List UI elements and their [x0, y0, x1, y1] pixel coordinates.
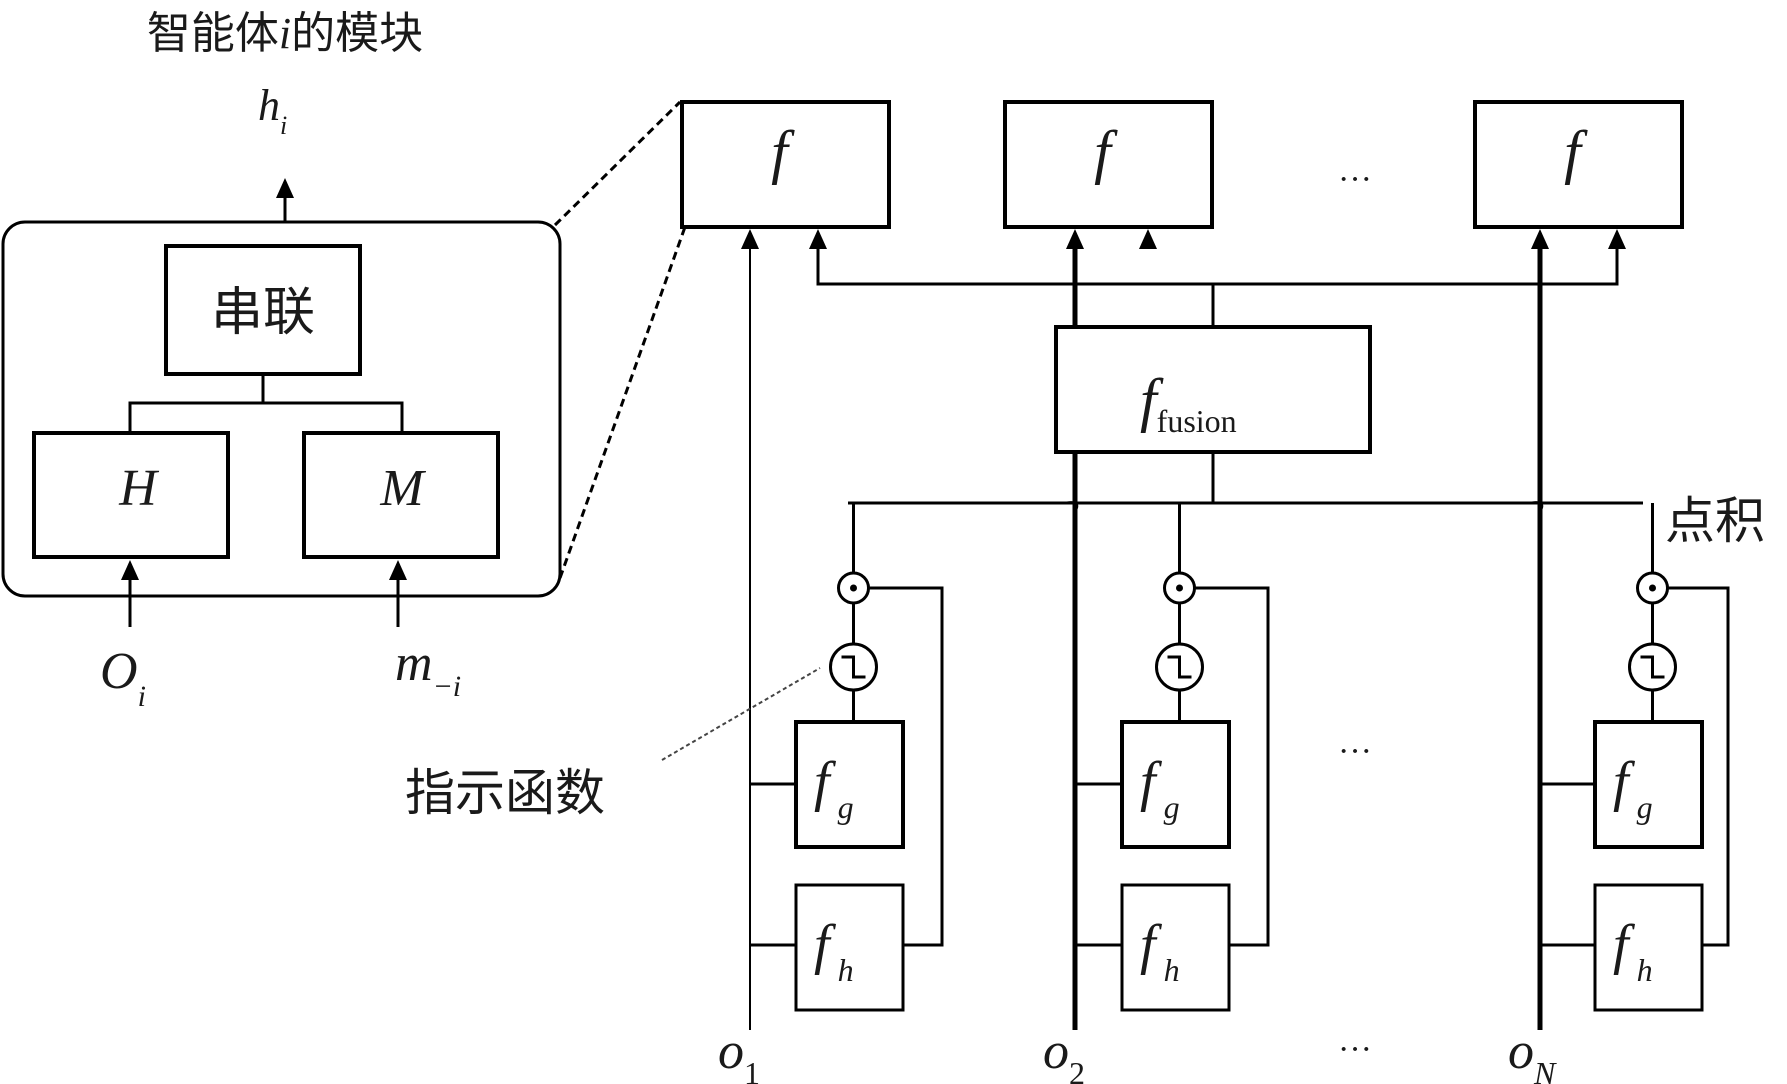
m-block: [302, 431, 500, 559]
dot-product-dot-icon: [850, 584, 857, 592]
fh-to-dot-feedback: [1194, 586, 1270, 947]
step-function-glyph-icon: [1640, 655, 1665, 679]
agent-module-panel: 智能体i的模块 hi 串联 H M Oi: [1, 8, 687, 713]
fusion-arrowhead: [809, 229, 827, 249]
output-arrowhead: [276, 178, 294, 198]
fh-block: [1120, 883, 1231, 1012]
observation-arrowhead: [1531, 229, 1549, 249]
msg-input-arrowhead: [389, 560, 407, 580]
msg-input-label: m−i: [395, 635, 461, 703]
observation-label: o2: [1043, 1023, 1085, 1084]
concat-label: 串联: [211, 283, 315, 343]
ellipsis-bottom: ···: [1338, 1031, 1372, 1068]
f-block: [1003, 100, 1214, 229]
observation-label: oN: [1508, 1023, 1557, 1084]
concat-branch-bar: [128, 401, 404, 432]
step-function-glyph-icon: [841, 655, 866, 679]
fg-block: [1593, 720, 1704, 849]
dot-product-annotation: 点积: [1665, 492, 1765, 550]
wire-crossing-hop-1: [1066, 501, 1079, 512]
fh-to-dot-feedback: [868, 586, 944, 947]
f-block: [1473, 100, 1684, 229]
observation-label: o1: [718, 1023, 760, 1084]
obs-input-arrowhead: [121, 560, 139, 580]
fusion-arrowhead: [1608, 229, 1626, 249]
obs-input-label: Oi: [100, 643, 146, 713]
fusion-output-bus: [816, 249, 1619, 286]
zoom-dashed-line-bottom: [558, 226, 687, 579]
observation-arrowhead: [741, 229, 759, 249]
dot-product-dot-icon: [1649, 584, 1656, 592]
indicator-leader-line: [661, 667, 821, 761]
module-title: 智能体i的模块: [147, 8, 423, 59]
concat-block: [164, 244, 362, 376]
f-block: [680, 100, 891, 229]
fusion-arrowhead: [1139, 229, 1157, 249]
zoom-dashed-line-top: [553, 100, 682, 227]
fh-block: [1593, 883, 1704, 1012]
ellipsis-top: ···: [1338, 161, 1372, 198]
wire-crossing-hop-2: [1531, 501, 1544, 512]
h-block: [32, 431, 230, 559]
fh-to-dot-feedback: [1667, 586, 1730, 947]
output-hi-label: hi: [258, 81, 287, 140]
fg-block: [1120, 720, 1231, 849]
indicator-function-annotation: 指示函数: [405, 764, 605, 822]
step-function-glyph-icon: [1167, 655, 1192, 679]
fusion-block: [1054, 325, 1372, 454]
fusion-block-group: ffusion: [1054, 325, 1372, 454]
m-block-label: M: [379, 460, 426, 517]
fg-block: [794, 720, 905, 849]
dot-product-dot-icon: [1176, 584, 1183, 592]
fh-block: [794, 883, 905, 1012]
observation-arrowhead: [1066, 229, 1084, 249]
ellipsis-middle: ···: [1338, 733, 1372, 770]
h-block-label: H: [118, 460, 159, 517]
